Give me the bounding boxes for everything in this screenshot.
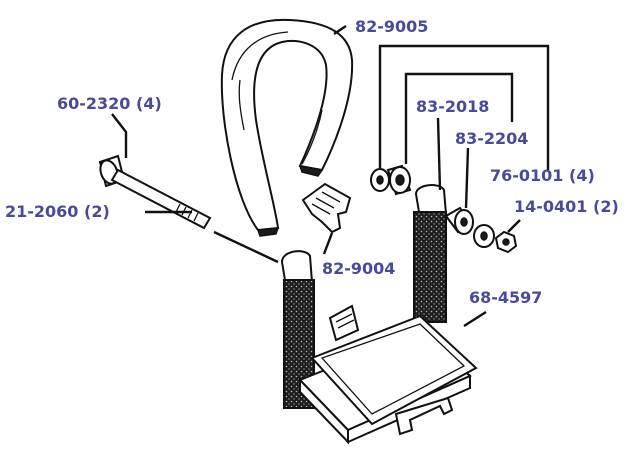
label-60-2320: 60-2320 (4) (57, 94, 162, 113)
label-83-2204: 83-2204 (455, 129, 528, 148)
washer-76-0101 (473, 224, 495, 248)
bracket-82-9005-inner (404, 72, 514, 164)
label-82-9005: 82-9005 (355, 17, 428, 36)
bushing-83-2018 (386, 164, 412, 196)
leader-82-9004 (322, 232, 334, 255)
label-76-0101: 76-0101 (4) (490, 166, 595, 185)
leader-83-2204 (464, 147, 470, 209)
label-14-0401: 14-0401 (2) (514, 197, 619, 216)
bolt-60-2320 (98, 154, 212, 230)
bracket-82-9005-outer (378, 44, 550, 170)
leader-82-9005 (333, 25, 347, 35)
washer-small-left (370, 168, 390, 192)
label-68-4597: 68-4597 (469, 288, 542, 307)
clip-82-9004 (301, 182, 352, 234)
leader-68-4597 (463, 310, 487, 328)
bushing-83-2204 (444, 206, 474, 235)
leader-14-0401 (507, 219, 521, 233)
leader-bolt-to-tray (213, 230, 279, 264)
tray-assembly-68-4597 (280, 184, 478, 445)
leader-83-2018 (436, 117, 442, 191)
leader-60-2320 (111, 113, 128, 158)
label-21-2060: 21-2060 (2) (5, 202, 110, 221)
nut-14-0401 (494, 230, 518, 254)
label-83-2018: 83-2018 (416, 97, 489, 116)
label-82-9004: 82-9004 (322, 259, 395, 278)
strap-loop-82-9005 (220, 18, 354, 237)
